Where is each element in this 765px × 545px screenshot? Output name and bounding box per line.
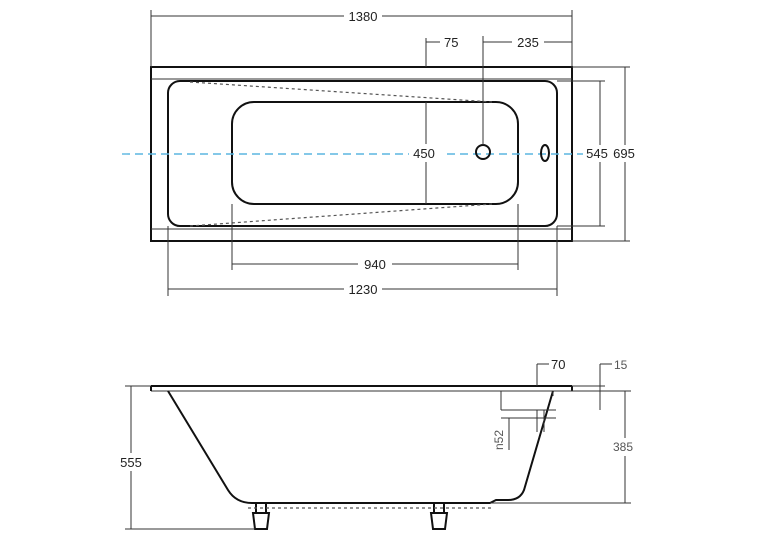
dim-inner-width: 545 bbox=[586, 146, 608, 161]
dim-overflow-height: n52 bbox=[492, 430, 506, 450]
drain-icon bbox=[475, 144, 491, 160]
slope-line-bottom bbox=[189, 203, 493, 227]
overflow-icon bbox=[540, 144, 550, 162]
dim-basin-depth: 385 bbox=[613, 440, 633, 454]
dim-rim-thickness: 15 bbox=[614, 358, 628, 372]
dim-overall-length: 1380 bbox=[349, 9, 378, 24]
side-foot-left-base bbox=[251, 512, 271, 530]
basin-bottom bbox=[231, 101, 519, 205]
dim-drain-from-end: 235 bbox=[517, 35, 539, 50]
slope-line-top bbox=[189, 81, 493, 103]
dim-basin-width: 450 bbox=[413, 146, 435, 161]
dim-inner-length: 1230 bbox=[349, 282, 378, 297]
side-view: n52 555 70 15 385 bbox=[120, 357, 633, 530]
dim-basin-length: 940 bbox=[364, 257, 386, 272]
dim-drain-offset: 75 bbox=[444, 35, 458, 50]
side-foot-right-base bbox=[429, 512, 449, 530]
top-view: 1380 75 235 450 545 695 9 bbox=[122, 8, 639, 297]
dim-overall-width: 695 bbox=[613, 146, 635, 161]
dim-total-height: 555 bbox=[120, 455, 142, 470]
side-tub-body bbox=[167, 390, 554, 504]
dim-rim-width: 70 bbox=[551, 357, 565, 372]
